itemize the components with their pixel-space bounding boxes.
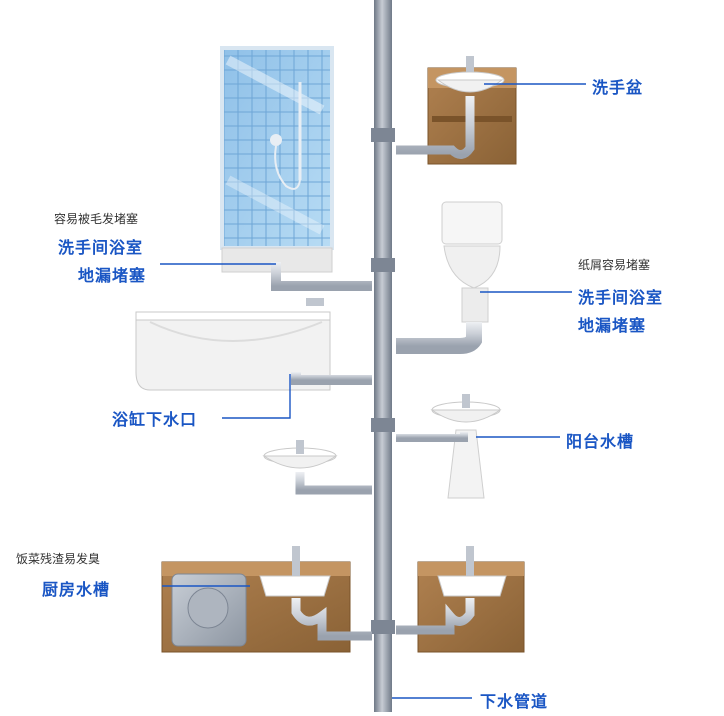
label-kitchen-sink: 厨房水槽: [42, 580, 111, 599]
toilet-illustration: [396, 201, 503, 354]
small-basin-illustration: [262, 440, 372, 495]
kitchen-sink-illustration: [161, 546, 372, 653]
shower-stall-illustration: [220, 46, 372, 291]
note-paper-clog: 纸屑容易堵塞: [578, 258, 651, 272]
lower-right-sink-illustration: [396, 546, 525, 653]
label-bath-drain-line1: 洗手间浴室: [58, 238, 144, 257]
label-bath-drain-line2: 地漏堵塞: [78, 266, 147, 285]
label-drain-pipe: 下水管道: [480, 692, 549, 711]
note-hair-clog: 容易被毛发堵塞: [54, 212, 139, 226]
callout-lines: [160, 83, 586, 699]
label-balcony-sink: 阳台水槽: [566, 432, 635, 451]
label-wash-basin: 洗手盆: [592, 78, 644, 97]
balcony-sink-illustration: [396, 394, 502, 499]
label-bathtub-outlet: 浴缸下水口: [112, 410, 198, 429]
note-food-odor: 饭菜残渣易发臭: [16, 552, 101, 566]
label-toilet-drain-line2: 地漏堵塞: [578, 316, 647, 335]
callout-bathtub-outlet: [222, 374, 291, 419]
wash-basin-illustration: [396, 56, 517, 165]
label-toilet-drain-line1: 洗手间浴室: [578, 288, 664, 307]
main-drain-pipe: [371, 0, 395, 712]
bathtub-illustration: [135, 298, 372, 391]
